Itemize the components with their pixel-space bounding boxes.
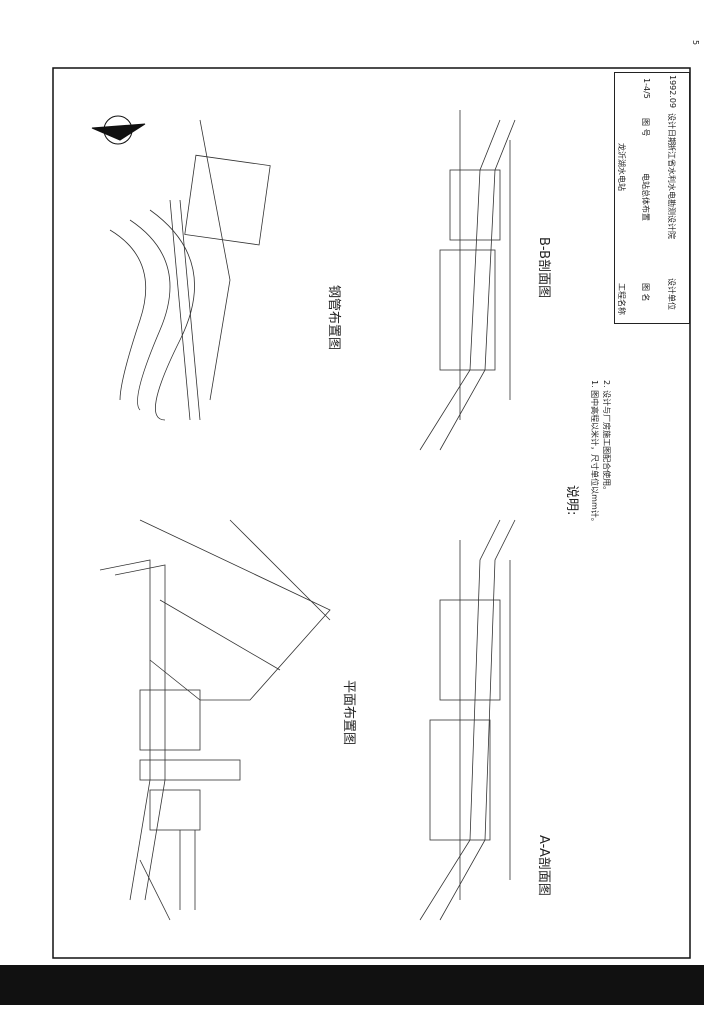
section-bb-drawing xyxy=(419,110,516,451)
drawing-name-label: 图 名 xyxy=(641,283,650,302)
title-block: 工程名称 龙沂湖水电站 图 名 电站总体布置 图 号 1-4/5 设计单位 浙江… xyxy=(614,72,690,324)
section-aa-title: A-A剖面图 xyxy=(536,835,551,896)
plan-layout-drawing xyxy=(99,519,331,921)
section-aa-drawing xyxy=(419,519,516,921)
plan-layout-title: 平面布置图 xyxy=(341,680,356,746)
note-item: 1. 图中高程以米计，尺寸单位以mm计。 xyxy=(590,380,599,526)
designer-label: 设计单位 xyxy=(667,278,676,310)
drawing-no-label: 图 号 xyxy=(641,118,650,137)
page-number: 5 xyxy=(691,40,700,46)
pipe-layout-title: 钢管布置图 xyxy=(326,285,341,351)
north-arrow xyxy=(91,115,146,145)
scan-edge xyxy=(0,965,704,1005)
drawing-name-value: 电站总体布置 xyxy=(641,173,650,221)
section-bb-title: B-B剖面图 xyxy=(536,237,551,299)
drawing-no-value: 1-4/5 xyxy=(642,78,651,99)
project-value: 龙沂湖水电站 xyxy=(617,143,626,191)
designer-value: 浙江省水利水电勘测设计院 xyxy=(667,143,676,239)
date-value: 1992.09 xyxy=(668,75,677,109)
notes-heading: 说明: xyxy=(564,485,579,516)
sheet-border xyxy=(52,67,691,959)
project-label: 工程名称 xyxy=(617,283,626,315)
note-item: 2. 设计与厂房施工图配合使用。 xyxy=(602,380,611,495)
date-label: 设计日期 xyxy=(667,113,676,145)
pipe-layout-drawing xyxy=(109,119,271,421)
